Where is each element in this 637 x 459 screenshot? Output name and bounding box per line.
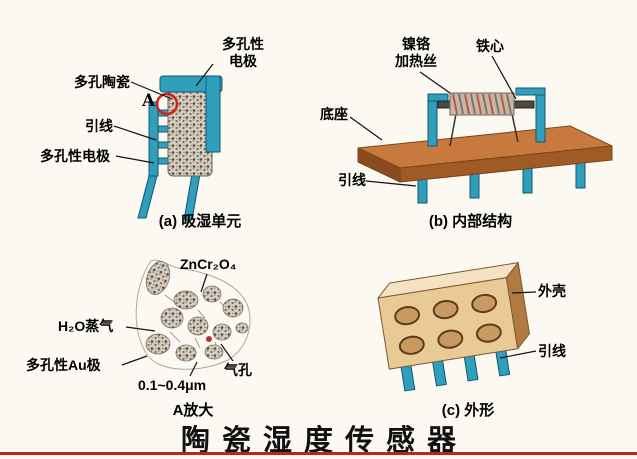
diagram-title: 陶瓷湿度传感器 [180, 423, 468, 457]
label-au-electrode: 多孔性Au极 [26, 357, 101, 373]
label-pore: 气孔 [224, 362, 252, 378]
bracket-right-post [535, 87, 546, 143]
housing-pin [400, 363, 416, 392]
housing-pin [495, 348, 511, 377]
label-water-vapor: H₂O蒸气 [58, 318, 114, 334]
grain-boundary [135, 259, 251, 370]
grain [160, 307, 184, 329]
base-board-left [357, 147, 401, 183]
label-marker-a: A [142, 91, 156, 111]
caption-panel-a: (a) 吸湿单元 [158, 213, 242, 230]
grain [187, 316, 209, 336]
side-electrode [205, 75, 221, 153]
base-pin [522, 165, 533, 194]
panel-b-leader-lines [349, 55, 517, 187]
bracket-left-post [427, 93, 438, 147]
caption-panel-c: (c) 外形 [441, 402, 495, 419]
label-porous-electrode-top: 多孔性 电极 [222, 36, 264, 69]
panel-b-art [349, 55, 613, 204]
label-lead-wire-b: 引线 [338, 172, 366, 188]
housing-hole [475, 323, 502, 343]
label-material: ZnCr₂O₄ [180, 256, 237, 272]
coil-lead [511, 113, 519, 143]
label-porous-electrode-bottom: 多孔性电极 [40, 148, 110, 164]
label-lead-wire-a: 引线 [85, 118, 113, 134]
housing-holes [394, 293, 502, 355]
label-base: 底座 [320, 106, 348, 122]
housing-hole [471, 293, 498, 314]
pore-dot [206, 336, 212, 342]
heater-coil [449, 92, 515, 116]
label-grain-size: 0.1~0.4μm [138, 377, 207, 393]
grain [173, 290, 199, 310]
marker-a-circle [155, 92, 179, 116]
grain [235, 322, 249, 334]
housing-pin [463, 353, 479, 382]
grains [145, 261, 249, 362]
caption-magnified: A放大 [172, 402, 214, 419]
panel-mag-art [121, 259, 251, 377]
caption-panel-b: (b) 内部结构 [428, 213, 513, 230]
housing-pin [431, 358, 447, 387]
label-shell: 外壳 [538, 283, 566, 299]
label-porous-ceramic: 多孔陶瓷 [74, 74, 130, 90]
grain [202, 285, 222, 303]
label-iron-core: 铁心 [476, 38, 504, 54]
title-underline [0, 452, 637, 455]
grain [145, 333, 171, 355]
panel-c-leader-lines [499, 291, 537, 359]
panel-a-art [113, 63, 223, 221]
housing-hole [437, 329, 464, 349]
base-pin [417, 176, 428, 204]
grain [175, 344, 197, 362]
panel-mag-leader-lines [121, 273, 234, 377]
label-heater-wire: 镍铬 加热丝 [395, 36, 437, 69]
grain [145, 261, 171, 295]
grain [212, 323, 232, 341]
housing-right [505, 262, 530, 350]
bracket-left-arm [427, 93, 449, 102]
label-lead-wire-c: 引线 [538, 343, 566, 359]
coil-lead [449, 113, 457, 147]
grain [204, 344, 224, 360]
housing-hole [432, 299, 459, 320]
housing-hole [398, 335, 425, 355]
base-pin [575, 159, 586, 189]
panel-c-art [377, 262, 530, 392]
bracket-right-arm [515, 87, 546, 96]
panel-a-leader-lines [113, 63, 214, 164]
housing-hole [394, 306, 421, 326]
grain [222, 298, 244, 318]
